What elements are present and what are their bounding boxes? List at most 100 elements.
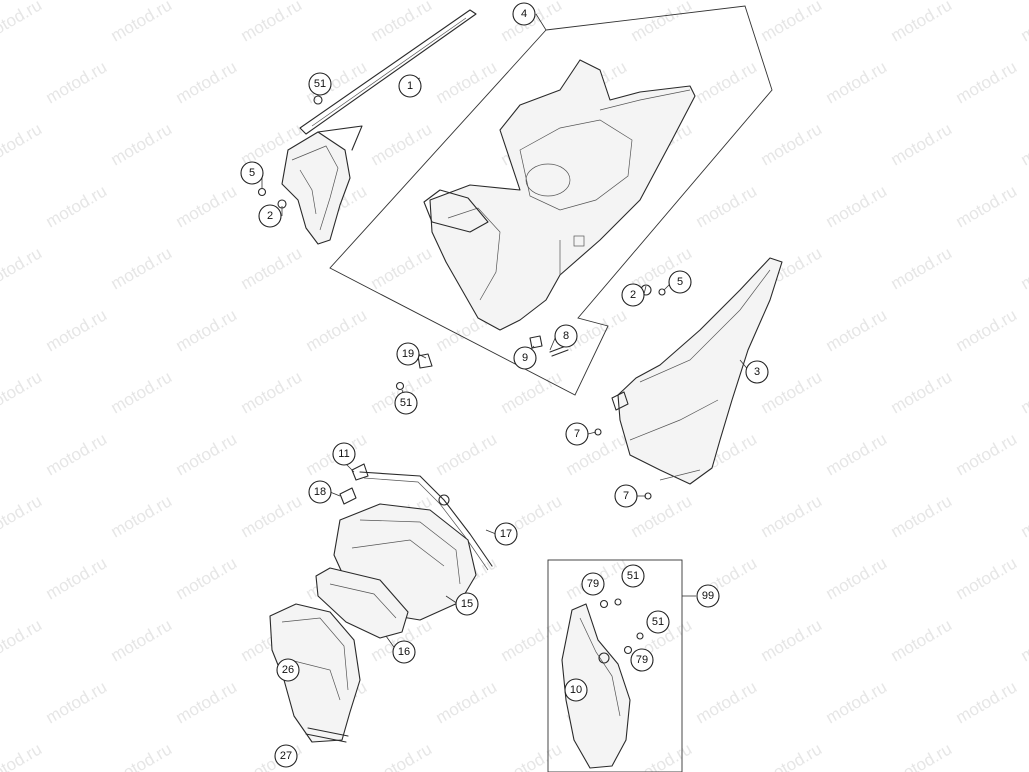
part-10-mount bbox=[561, 603, 631, 769]
watermark-text: motod.ru bbox=[628, 491, 696, 541]
watermark-text: motod.ru bbox=[173, 305, 241, 355]
watermark-text: motod.ru bbox=[888, 119, 956, 169]
callout-5: 5 bbox=[240, 161, 264, 185]
callout-51: 51 bbox=[621, 564, 645, 588]
watermark-text: motod.ru bbox=[0, 243, 45, 293]
watermark-text: motod.ru bbox=[1018, 367, 1029, 417]
watermark-text: motod.ru bbox=[1018, 615, 1029, 665]
watermark-text: motod.ru bbox=[953, 181, 1021, 231]
watermark-text: motod.ru bbox=[173, 677, 241, 727]
watermark-text: motod.ru bbox=[43, 429, 111, 479]
svg-text:26: 26 bbox=[282, 664, 294, 676]
watermark-text: motod.ru bbox=[498, 367, 566, 417]
svg-text:79: 79 bbox=[587, 578, 599, 590]
watermark-text: motod.ru bbox=[953, 677, 1021, 727]
watermark-text: motod.ru bbox=[888, 243, 956, 293]
watermark-text: motod.ru bbox=[823, 57, 891, 107]
watermark-text: motod.ru bbox=[108, 0, 176, 45]
watermark-text: motod.ru bbox=[1018, 0, 1029, 45]
watermark-text: motod.ru bbox=[823, 429, 891, 479]
watermark-text: motod.ru bbox=[953, 305, 1021, 355]
callout-15: 15 bbox=[455, 592, 479, 616]
frame-kit-99 bbox=[547, 559, 683, 772]
callout-8: 8 bbox=[554, 324, 578, 348]
callout-79: 79 bbox=[630, 648, 654, 672]
callout-3: 3 bbox=[745, 360, 769, 384]
part-3-side-cover bbox=[611, 257, 783, 485]
watermark-text: motod.ru bbox=[953, 429, 1021, 479]
callouts: 1 2 2 3 4 5 5 7 7 8 9 10 11 15 16 17 18 … bbox=[240, 2, 769, 768]
callout-26: 26 bbox=[276, 658, 300, 682]
watermark-text: motod.ru bbox=[0, 739, 45, 772]
part-19-clip bbox=[417, 353, 433, 369]
svg-text:79: 79 bbox=[636, 654, 648, 666]
watermark-text: motod.ru bbox=[0, 367, 45, 417]
watermark-text: motod.ru bbox=[173, 57, 241, 107]
svg-text:51: 51 bbox=[314, 78, 326, 90]
svg-text:27: 27 bbox=[280, 750, 292, 762]
svg-text:5: 5 bbox=[249, 167, 255, 179]
callout-17: 17 bbox=[494, 522, 518, 546]
callout-4: 4 bbox=[512, 2, 536, 26]
watermark-text: motod.ru bbox=[108, 615, 176, 665]
svg-text:16: 16 bbox=[398, 646, 410, 658]
watermark-text: motod.ru bbox=[43, 181, 111, 231]
watermark-text: motod.ru bbox=[238, 367, 306, 417]
watermark-text: motod.ru bbox=[368, 243, 436, 293]
svg-text:51: 51 bbox=[652, 616, 664, 628]
watermark-text: motod.ru bbox=[238, 491, 306, 541]
callout-27: 27 bbox=[274, 744, 298, 768]
callout-99: 99 bbox=[696, 584, 720, 608]
watermark-text: motod.ru bbox=[433, 57, 501, 107]
part-9-clip bbox=[529, 335, 543, 349]
part-16-frame bbox=[315, 567, 409, 639]
watermark-text: motod.ru bbox=[758, 615, 826, 665]
watermark-text: motod.ru bbox=[1018, 491, 1029, 541]
watermark-text: motod.ru bbox=[823, 553, 891, 603]
watermark-text: motod.ru bbox=[1018, 243, 1029, 293]
watermark-text: motod.ru bbox=[108, 739, 176, 772]
watermark-text: motod.ru bbox=[953, 57, 1021, 107]
watermark-text: motod.ru bbox=[368, 739, 436, 772]
svg-text:19: 19 bbox=[402, 348, 414, 360]
svg-text:2: 2 bbox=[267, 210, 273, 222]
part-1-strip bbox=[299, 9, 477, 135]
callout-7: 7 bbox=[614, 484, 638, 508]
watermark-text: motod.ru bbox=[0, 119, 45, 169]
callout-5: 5 bbox=[668, 270, 692, 294]
watermark-text: motod.ru bbox=[303, 305, 371, 355]
watermark-text: motod.ru bbox=[758, 739, 826, 772]
watermark-text: motod.ru bbox=[0, 615, 45, 665]
watermark-text: motod.ru bbox=[693, 181, 761, 231]
watermark-text: motod.ru bbox=[0, 0, 45, 45]
svg-text:3: 3 bbox=[754, 366, 760, 378]
watermark-text: motod.ru bbox=[108, 243, 176, 293]
part-4-airbox bbox=[423, 59, 696, 331]
callout-79: 79 bbox=[581, 572, 605, 596]
svg-text:7: 7 bbox=[623, 490, 629, 502]
watermark-text: motod.ru bbox=[758, 119, 826, 169]
watermark-text: motod.ru bbox=[43, 57, 111, 107]
svg-text:4: 4 bbox=[521, 8, 527, 20]
svg-text:11: 11 bbox=[338, 448, 349, 460]
watermark-text: motod.ru bbox=[888, 739, 956, 772]
watermark-text: motod.ru bbox=[888, 615, 956, 665]
watermark-text: motod.ru bbox=[953, 553, 1021, 603]
callout-1: 1 bbox=[398, 74, 422, 98]
watermark-text: motod.ru bbox=[433, 429, 501, 479]
watermark-text: motod.ru bbox=[43, 677, 111, 727]
watermark-text: motod.ru bbox=[823, 305, 891, 355]
svg-text:51: 51 bbox=[400, 397, 412, 409]
frame-part-4 bbox=[329, 5, 773, 396]
watermark-text: motod.ru bbox=[888, 0, 956, 45]
svg-text:5: 5 bbox=[677, 276, 683, 288]
svg-text:1: 1 bbox=[407, 80, 413, 92]
watermark-text: motod.ru bbox=[823, 677, 891, 727]
watermark-text: motod.ru bbox=[368, 0, 436, 45]
watermark-text: motod.ru bbox=[823, 181, 891, 231]
watermark-text: motod.ru bbox=[693, 677, 761, 727]
callout-51: 51 bbox=[308, 72, 332, 96]
watermark-text: motod.ru bbox=[108, 367, 176, 417]
watermark-text: motod.ru bbox=[173, 553, 241, 603]
